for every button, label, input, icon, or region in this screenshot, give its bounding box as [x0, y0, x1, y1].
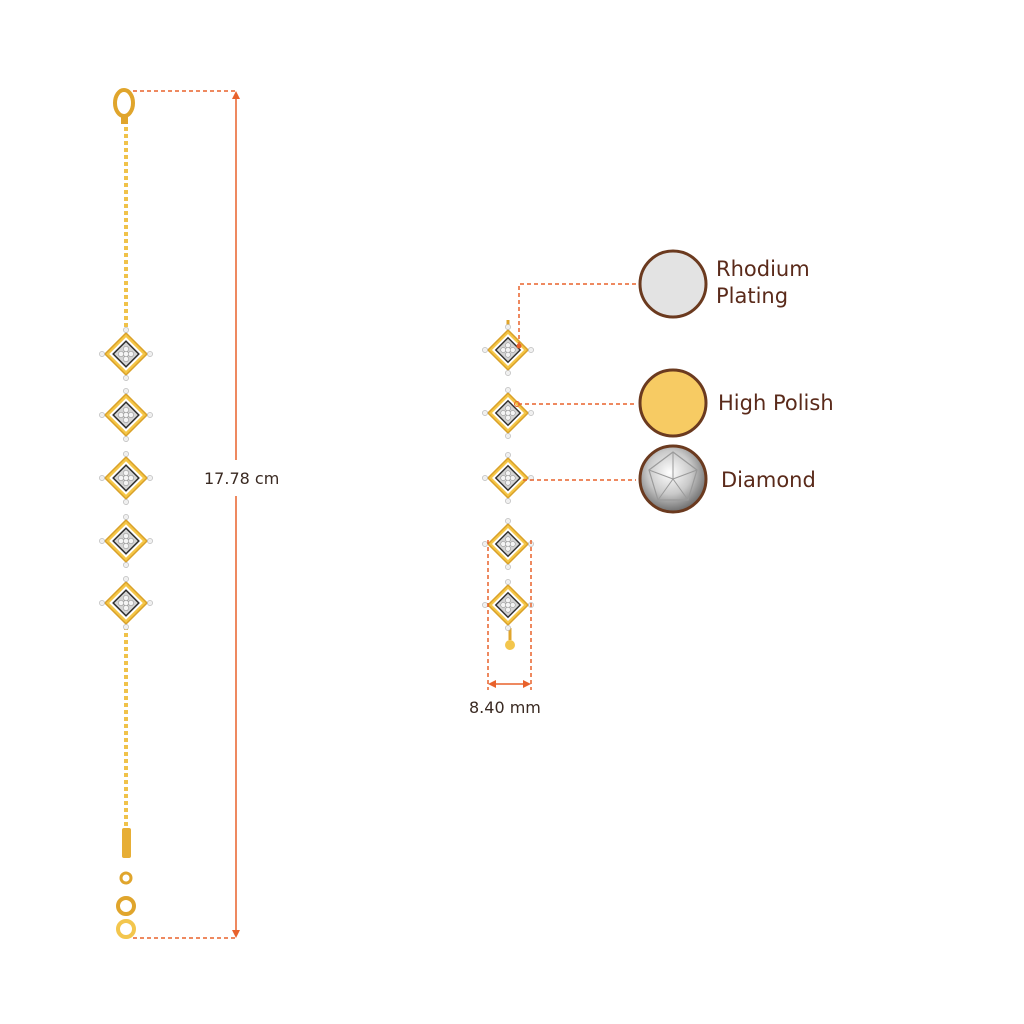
width-label: 8.40 mm: [469, 698, 541, 717]
diamond-motif: [482, 452, 534, 504]
legend-label-rhodium-plating: Rhodium Plating: [716, 257, 810, 308]
legend-label-diamond: Diamond: [721, 468, 816, 492]
mid-motifs: [482, 324, 534, 631]
brand-tag-icon: [122, 828, 131, 858]
lobster-clasp-icon: [113, 88, 135, 124]
diamond-motif: [482, 387, 534, 439]
diamond-motif: [482, 518, 534, 570]
diamond-motif: [482, 324, 534, 376]
length-dimension: [133, 90, 240, 939]
left-motifs: [99, 327, 153, 630]
width-dimension: [487, 540, 532, 690]
motif-detail: [482, 320, 534, 650]
diamond-motif: [99, 576, 153, 630]
rhodium-swatch: [638, 249, 708, 319]
diamond-motif: [99, 388, 153, 442]
end-rings-icon: [116, 871, 136, 939]
length-label: 17.78 cm: [202, 469, 282, 488]
diamond-motif: [99, 514, 153, 568]
diamond-motif: [99, 451, 153, 505]
full-bracelet: [99, 88, 153, 939]
legend-label-high-polish: High Polish: [718, 391, 834, 415]
high-polish-swatch: [638, 368, 708, 438]
diamond-motif: [99, 327, 153, 381]
diamond-swatch: [638, 444, 708, 514]
leader-lines: [514, 283, 636, 481]
diamond-motif: [482, 579, 534, 631]
